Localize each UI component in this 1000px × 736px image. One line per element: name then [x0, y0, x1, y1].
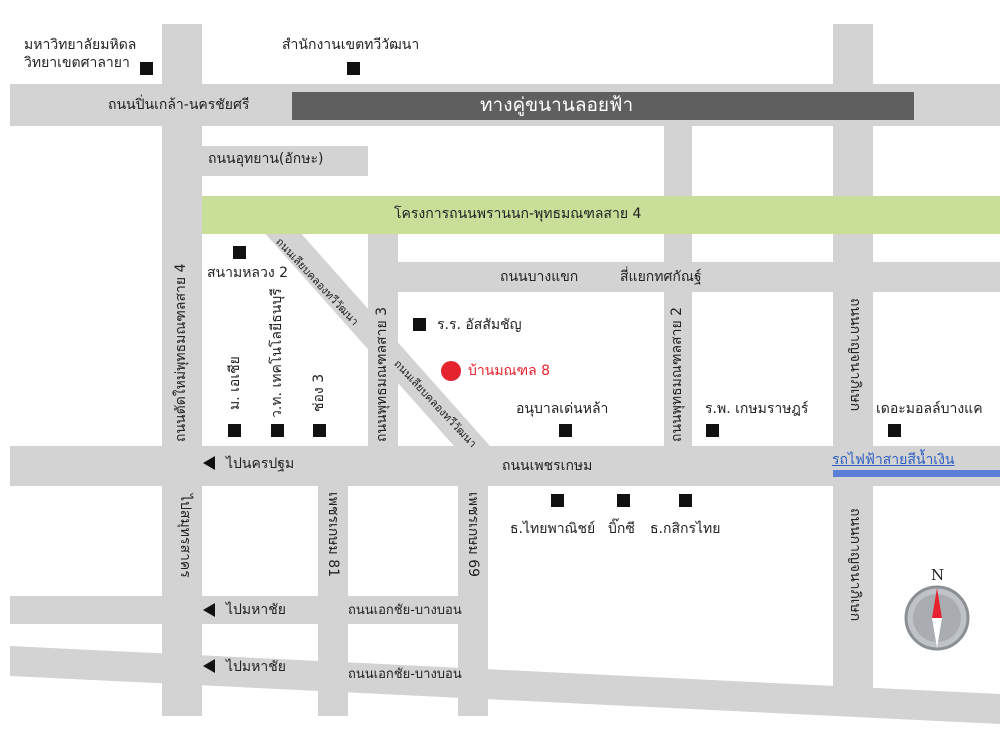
road-utthayan	[202, 146, 368, 176]
label-phetkasem-rd: ถนนเพชรเกษม	[502, 458, 593, 474]
compass-icon	[904, 585, 970, 651]
label-to-samut-sakhon: ไปสมุทรสาคร	[177, 494, 193, 578]
label-the-mall: เดอะมอลล์บางแค	[876, 401, 983, 417]
label-phetkasem81: เพชรเกษม 81	[325, 492, 341, 578]
road-bangkhae	[368, 262, 1000, 292]
marker-chong3	[313, 424, 326, 437]
label-sanam-luang2: สนามหลวง 2	[207, 265, 289, 281]
label-project-road: โครงการถนนพรานนก-พุทธมณฑลสาย 4	[394, 206, 642, 222]
label-kanchanaphisek-south: ถนนกาญจนาภิเษก	[847, 508, 863, 622]
label-kanchanaphisek: ถนนกาญจนาภิเษก	[847, 298, 863, 412]
label-phetkasem69: เพชรเกษม 69	[465, 492, 481, 578]
arrow-left-icon	[203, 659, 215, 673]
project-road-band	[202, 196, 1000, 234]
marker-thonburi-tech	[271, 424, 284, 437]
label-scb: ธ.ไทยพาณิชย์	[510, 521, 596, 537]
marker-kasemrad	[706, 424, 719, 437]
label-mahidol-2: วิทยาเขตศาลายา	[24, 55, 130, 71]
arrow-left-icon	[203, 456, 215, 470]
label-ekachai-bangbon-1: ถนนเอกชัย-บางบอน	[348, 603, 462, 618]
label-ekachai-bangbon-2: ถนนเอกชัย-บางบอน	[348, 667, 462, 682]
label-kanlapaphruek-jct: สี่แยกทศกัณฐ์	[620, 269, 702, 285]
label-assumption: ร.ร. อัสสัมชัญ	[437, 317, 522, 333]
marker-kindergarten	[559, 424, 572, 437]
label-to-mahachai-2: ไปมหาชัย	[226, 659, 286, 675]
label-parallel-elevated: ทางคู่ขนานลอยฟ้า	[480, 94, 634, 116]
label-phutthamonthon3: ถนนพุทธมณฑลสาย 3	[374, 306, 390, 442]
marker-bigc	[617, 494, 630, 507]
label-thawi-office: สำนักงานเขตทวีวัฒนา	[282, 37, 420, 53]
compass-north-label: N	[931, 566, 945, 584]
road-ekachai-2	[10, 646, 1000, 724]
label-phutthamonthon2: ถนนพุทธมณฑลสาย 2	[669, 306, 685, 442]
label-utthayan: ถนนอุทยาน(อักษะ)	[208, 151, 324, 167]
label-mahidol-1: มหาวิทยาลัยมหิดล	[24, 37, 137, 53]
label-bigc: บิ๊กซี	[608, 521, 635, 537]
label-to-nakhon-pathom: ไปนครปฐม	[226, 456, 295, 472]
label-kasemrad: ร.พ. เกษมราษฎร์	[705, 401, 809, 417]
label-kbank: ธ.กสิกรไทย	[650, 521, 721, 537]
marker-kbank	[679, 494, 692, 507]
marker-mahidol	[140, 62, 153, 75]
expressway-bar	[292, 92, 914, 120]
label-kindergarten: อนุบาลเด่นหล้า	[516, 401, 609, 417]
marker-sanam-luang2	[233, 246, 246, 259]
marker-assumption	[413, 318, 426, 331]
label-pinklao-road: ถนนปิ่นเกล้า-นครชัยศรี	[108, 97, 250, 113]
baan-monthon-marker	[441, 361, 461, 381]
label-asia-univ: ม. เอเชีย	[227, 356, 243, 410]
arrow-left-icon	[203, 603, 215, 617]
label-thonburi-tech: ว.ท. เทคโนโลยีธนบุรี	[269, 288, 285, 418]
road-ekachai-1	[10, 596, 488, 624]
label-to-mahachai-1: ไปมหาชัย	[226, 602, 286, 618]
road-phetkasem	[10, 446, 1000, 486]
marker-the-mall	[888, 424, 901, 437]
label-chong3: ช่อง 3	[311, 373, 327, 412]
marker-thawi-office	[347, 62, 360, 75]
road-kanchanaphisek	[833, 24, 873, 716]
label-phutthamonthon4-new: ถนนตัดใหม่พุทธมณฑลสาย 4	[173, 263, 189, 442]
marker-scb	[551, 494, 564, 507]
label-bang-khae-rd: ถนนบางแขก	[500, 269, 579, 285]
skytrain-line	[833, 470, 1000, 477]
road-khlong-thawi	[262, 230, 490, 446]
label-skytrain-blue: รถไฟฟ้าสายสีน้ำเงิน	[832, 452, 955, 468]
label-baan-monthon: บ้านมณฑล 8	[468, 363, 551, 379]
marker-asia-univ	[228, 424, 241, 437]
